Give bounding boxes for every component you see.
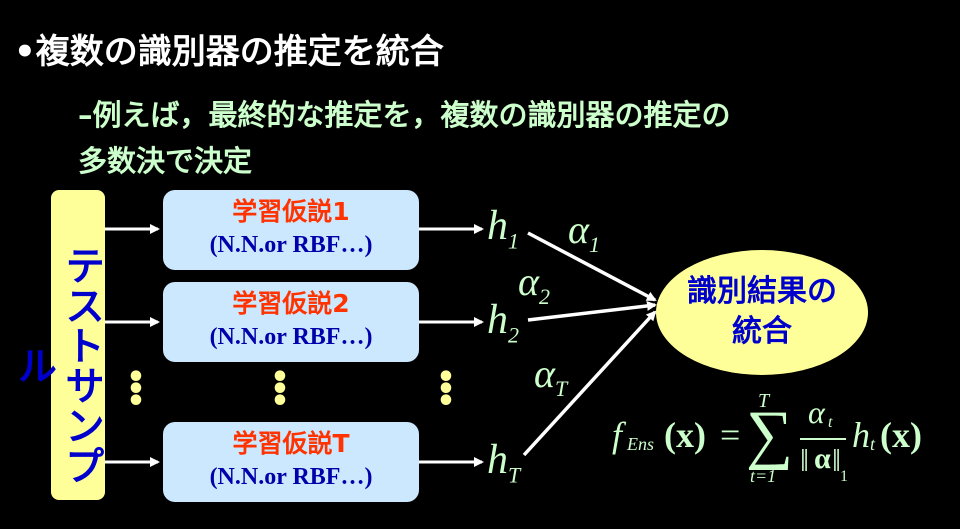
output-hT: hT <box>487 437 521 488</box>
subtitle-line-2: 多数決で決定 <box>78 144 253 178</box>
weight-alpha-2: α2 <box>518 259 550 309</box>
ensemble-formula: f Ens (x) = T ∑ t=1 α t ‖ α ‖ 1 h t (x) <box>612 390 952 502</box>
output-h2: h2 <box>487 297 519 348</box>
norm-bars-icon: ‖ <box>800 442 809 478</box>
hypothesis-box-1: 学習仮説1 (N.N.or RBF…) <box>163 190 419 270</box>
formula-x: (x) <box>664 415 706 455</box>
formula-h: h <box>852 415 870 455</box>
hypothesis-name-T: 学習仮説T <box>232 429 350 458</box>
formula-sum-top: T <box>758 390 770 412</box>
formula-denominator: α <box>814 442 831 475</box>
arrow-h2-to-combiner <box>527 300 657 322</box>
hypothesis-name-1: 学習仮説1 <box>232 197 350 226</box>
hypothesis-box-T: 学習仮説T (N.N.or RBF…) <box>163 422 419 502</box>
formula-hx: (x) <box>880 415 922 455</box>
hypothesis-detail-1: (N.N.or RBF…) <box>209 232 373 258</box>
formula-f-sub: Ens <box>627 434 654 454</box>
arrow-h1-to-combiner <box>527 231 657 302</box>
subtitle-line-1: –例えば，最終的な推定を，複数の識別器の推定の <box>78 98 731 132</box>
test-sample-box: テストサンプル <box>10 190 105 500</box>
ellipsis-dots-2: ••• <box>270 360 290 419</box>
sum-icon: ∑ <box>746 398 794 471</box>
weight-alpha-T: αT <box>534 351 568 401</box>
combiner-ellipse: 識別結果の 統合 <box>656 250 868 375</box>
combiner-label-line-1: 識別結果の <box>687 274 837 309</box>
weight-alpha-1: α1 <box>568 207 600 257</box>
hypothesis-box-2: 学習仮説2 (N.N.or RBF…) <box>163 282 419 362</box>
norm-bars-icon: ‖ <box>832 442 841 478</box>
arrow-hT-to-combiner <box>522 310 657 457</box>
formula-equals: = <box>720 415 741 455</box>
fraction-bar <box>800 438 846 440</box>
hypothesis-detail-T: (N.N.or RBF…) <box>209 464 373 490</box>
combiner-label-line-2: 統合 <box>732 314 792 349</box>
ellipsis-dots-1: ••• <box>126 360 146 419</box>
output-h1: h1 <box>487 203 519 254</box>
hypothesis-detail-2: (N.N.or RBF…) <box>209 324 373 350</box>
formula-numerator: α <box>808 394 825 430</box>
formula-denominator-sub: 1 <box>840 468 848 485</box>
hypothesis-name-2: 学習仮説2 <box>232 289 350 318</box>
formula-numerator-sub: t <box>828 414 833 431</box>
formula-sum-bottom: t=1 <box>750 466 777 486</box>
slide-title: •複数の識別器の推定を統合 <box>14 32 444 72</box>
formula-f: f <box>612 415 623 455</box>
test-sample-label: テストサンプル <box>10 245 104 485</box>
ellipsis-dots-3: ••• <box>436 360 456 419</box>
formula-h-sub: t <box>870 434 876 454</box>
